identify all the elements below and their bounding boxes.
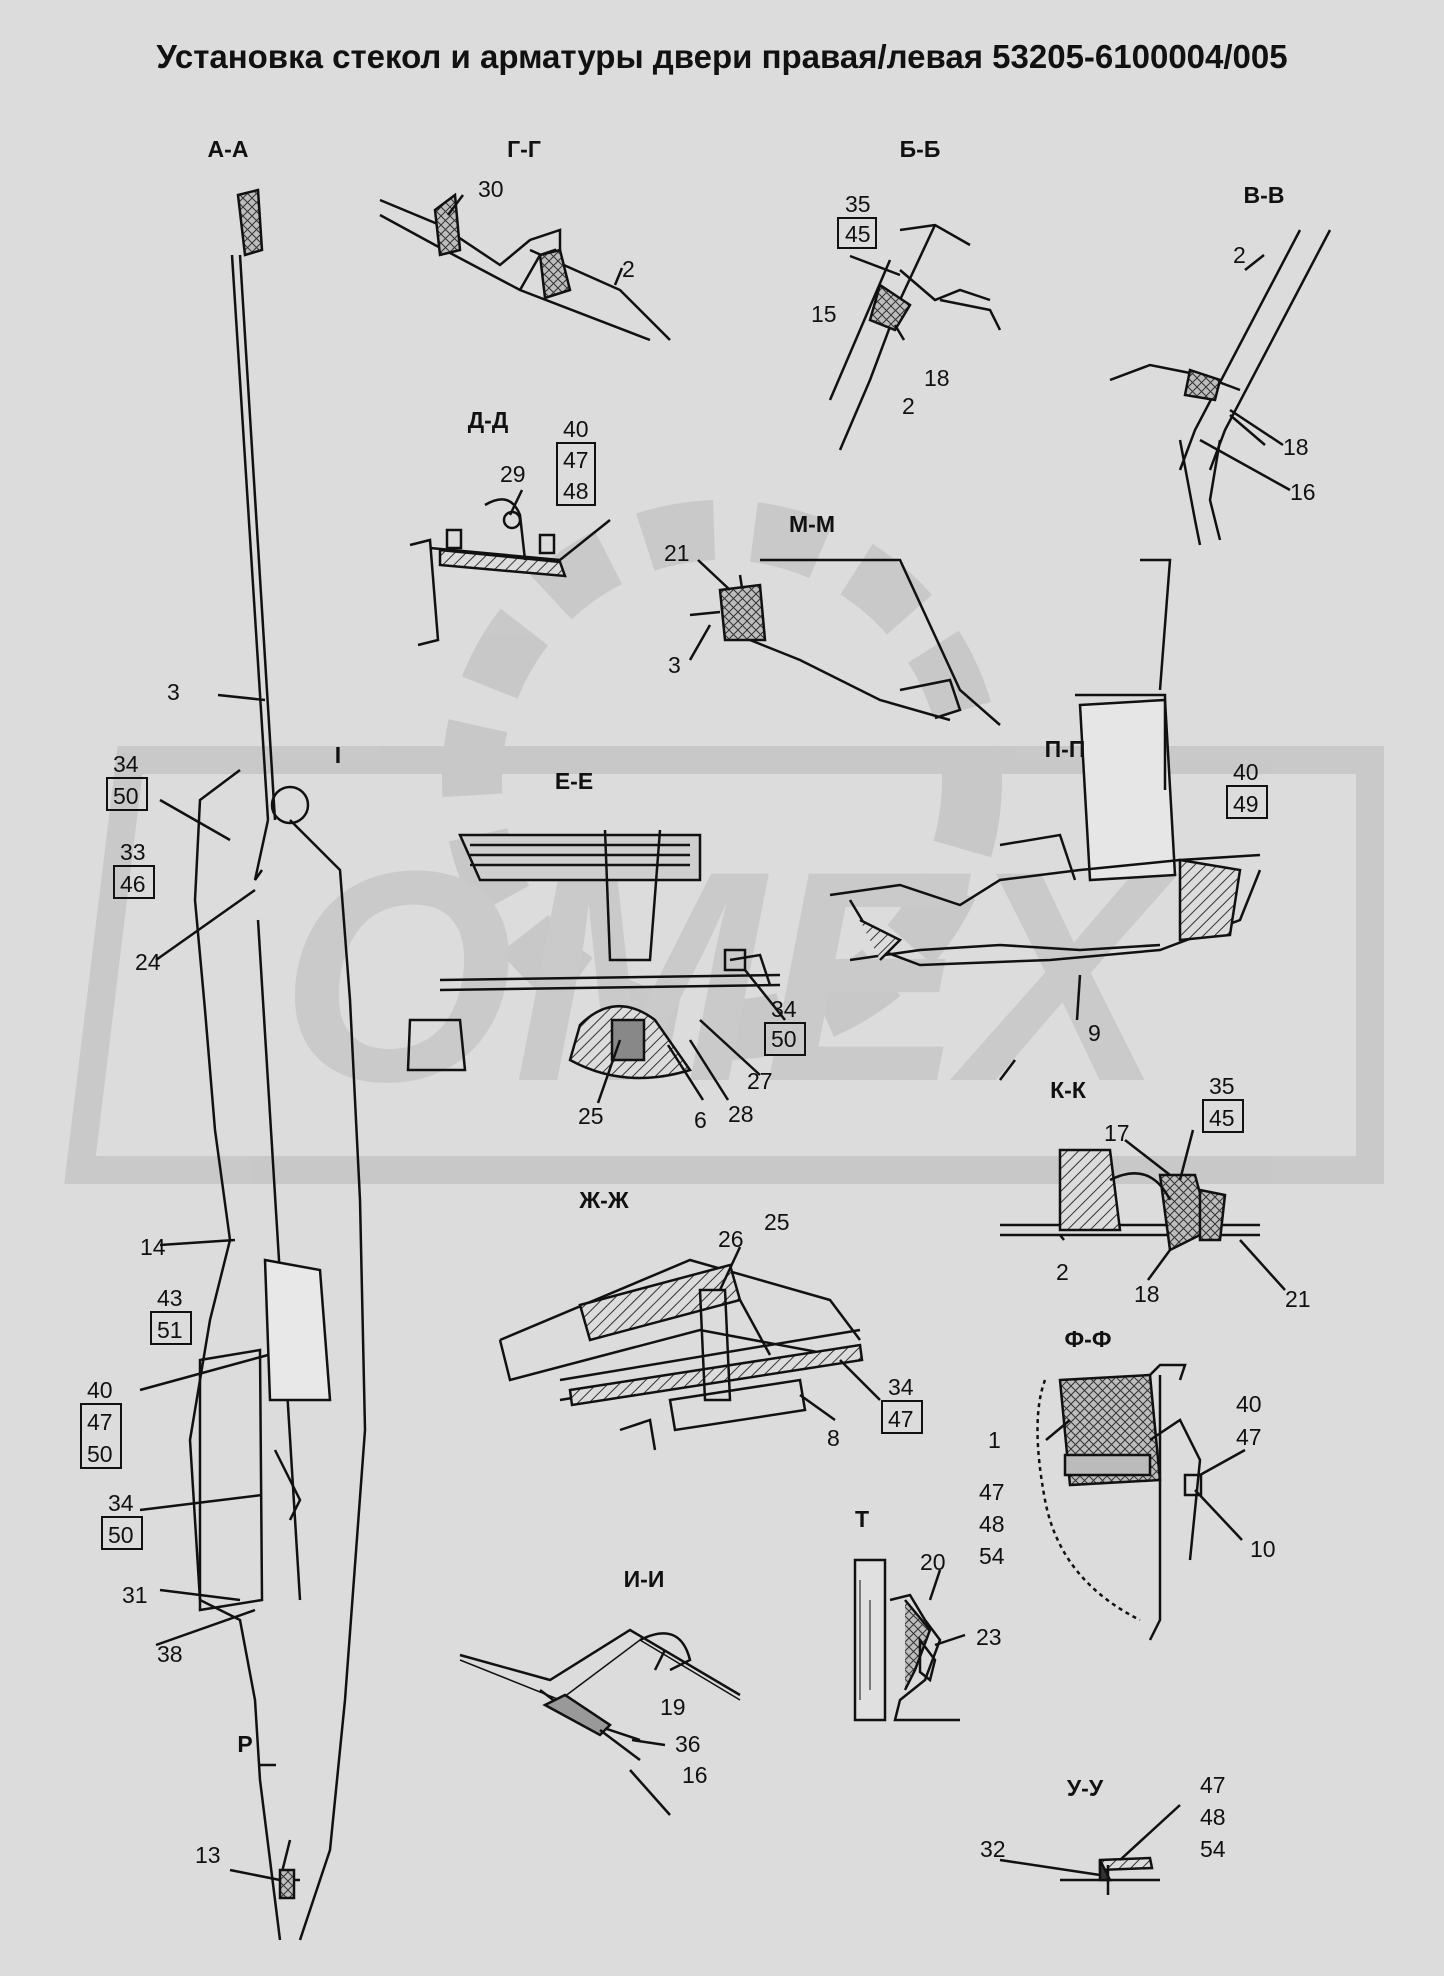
- part-3: 3: [668, 652, 681, 678]
- part-15: 15: [811, 301, 837, 327]
- part-48: 48: [979, 1511, 1005, 1537]
- part-54: 54: [979, 1543, 1005, 1569]
- part-6: 6: [694, 1107, 707, 1133]
- section-d-d: Д-Д: [468, 407, 508, 433]
- fraction-boxes: [80, 217, 1268, 1550]
- detail-i-marker: I: [335, 742, 341, 768]
- part-2: 2: [1233, 242, 1246, 268]
- part-47: 47: [979, 1479, 1005, 1505]
- section-g-g: Г-Г: [507, 136, 541, 162]
- section-u-u: У-У: [1067, 1775, 1104, 1801]
- part-21: 21: [664, 540, 690, 566]
- section-t: Т: [855, 1506, 869, 1532]
- part-33: 33: [120, 839, 146, 865]
- part-23: 23: [976, 1624, 1002, 1650]
- part-47: 47: [1236, 1424, 1262, 1450]
- part-21: 21: [1285, 1286, 1311, 1312]
- line-art: [139, 188, 1332, 1941]
- part-43: 43: [157, 1285, 183, 1311]
- part-50: 50: [108, 1522, 134, 1548]
- part-38: 38: [157, 1641, 183, 1667]
- part-26: 26: [718, 1226, 744, 1252]
- part-45: 45: [1209, 1105, 1235, 1131]
- part-46: 46: [120, 871, 146, 897]
- part-34: 34: [108, 1490, 134, 1516]
- page-title: Установка стекол и арматуры двери правая…: [156, 38, 1288, 75]
- part-47: 47: [888, 1406, 914, 1432]
- section-p-p: П-П: [1045, 736, 1086, 762]
- part-31: 31: [122, 1582, 148, 1608]
- section-m-m: М-М: [789, 511, 835, 537]
- section-k-k: К-К: [1050, 1077, 1087, 1103]
- part-16: 16: [682, 1762, 708, 1788]
- part-50: 50: [87, 1441, 113, 1467]
- section-a-a: А-А: [208, 136, 249, 162]
- part-29: 29: [500, 461, 526, 487]
- part-47: 47: [563, 447, 589, 473]
- part-35: 35: [1209, 1073, 1235, 1099]
- part-17: 17: [1104, 1120, 1130, 1146]
- part-2: 2: [902, 393, 915, 419]
- part-13: 13: [195, 1842, 221, 1868]
- part-36: 36: [675, 1731, 701, 1757]
- part-40: 40: [1233, 759, 1259, 785]
- part-45: 45: [845, 221, 871, 247]
- part-10: 10: [1250, 1536, 1276, 1562]
- part-9: 9: [1088, 1020, 1101, 1046]
- section-b-b: Б-Б: [900, 136, 941, 162]
- part-numbers: 30 2 35 45 15 18 2 2 18 16 29 40 47 48 2…: [87, 176, 1316, 1868]
- part-47: 47: [1200, 1772, 1226, 1798]
- part-54: 54: [1200, 1836, 1226, 1862]
- section-f-f: Ф-Ф: [1065, 1326, 1112, 1352]
- part-2: 2: [1056, 1259, 1069, 1285]
- part-3: 3: [167, 679, 180, 705]
- part-34: 34: [771, 996, 797, 1022]
- part-19: 19: [660, 1694, 686, 1720]
- part-2: 2: [622, 256, 635, 282]
- part-27: 27: [747, 1068, 773, 1094]
- part-48: 48: [1200, 1804, 1226, 1830]
- part-40: 40: [87, 1377, 113, 1403]
- part-30: 30: [478, 176, 504, 202]
- part-28: 28: [728, 1101, 754, 1127]
- part-14: 14: [140, 1234, 166, 1260]
- part-34: 34: [888, 1374, 914, 1400]
- section-v-v: В-В: [1244, 182, 1285, 208]
- part-16: 16: [1290, 479, 1316, 505]
- part-48: 48: [563, 478, 589, 504]
- part-40: 40: [563, 416, 589, 442]
- part-35: 35: [845, 191, 871, 217]
- section-zh-zh: Ж-Ж: [578, 1187, 628, 1213]
- part-18: 18: [1283, 434, 1309, 460]
- part-18: 18: [924, 365, 950, 391]
- part-50: 50: [771, 1026, 797, 1052]
- section-e-e: Е-Е: [555, 768, 593, 794]
- part-47: 47: [87, 1409, 113, 1435]
- part-50: 50: [113, 783, 139, 809]
- part-18: 18: [1134, 1281, 1160, 1307]
- part-25: 25: [578, 1103, 604, 1129]
- section-i-i: И-И: [624, 1566, 665, 1592]
- part-1: 1: [988, 1427, 1001, 1453]
- part-32: 32: [980, 1836, 1006, 1862]
- part-24: 24: [135, 949, 161, 975]
- part-20: 20: [920, 1549, 946, 1575]
- part-8: 8: [827, 1425, 840, 1451]
- part-49: 49: [1233, 791, 1259, 817]
- arrow-r-marker: Р: [237, 1731, 252, 1757]
- part-25: 25: [764, 1209, 790, 1235]
- part-40: 40: [1236, 1391, 1262, 1417]
- part-51: 51: [157, 1317, 183, 1343]
- part-34: 34: [113, 751, 139, 777]
